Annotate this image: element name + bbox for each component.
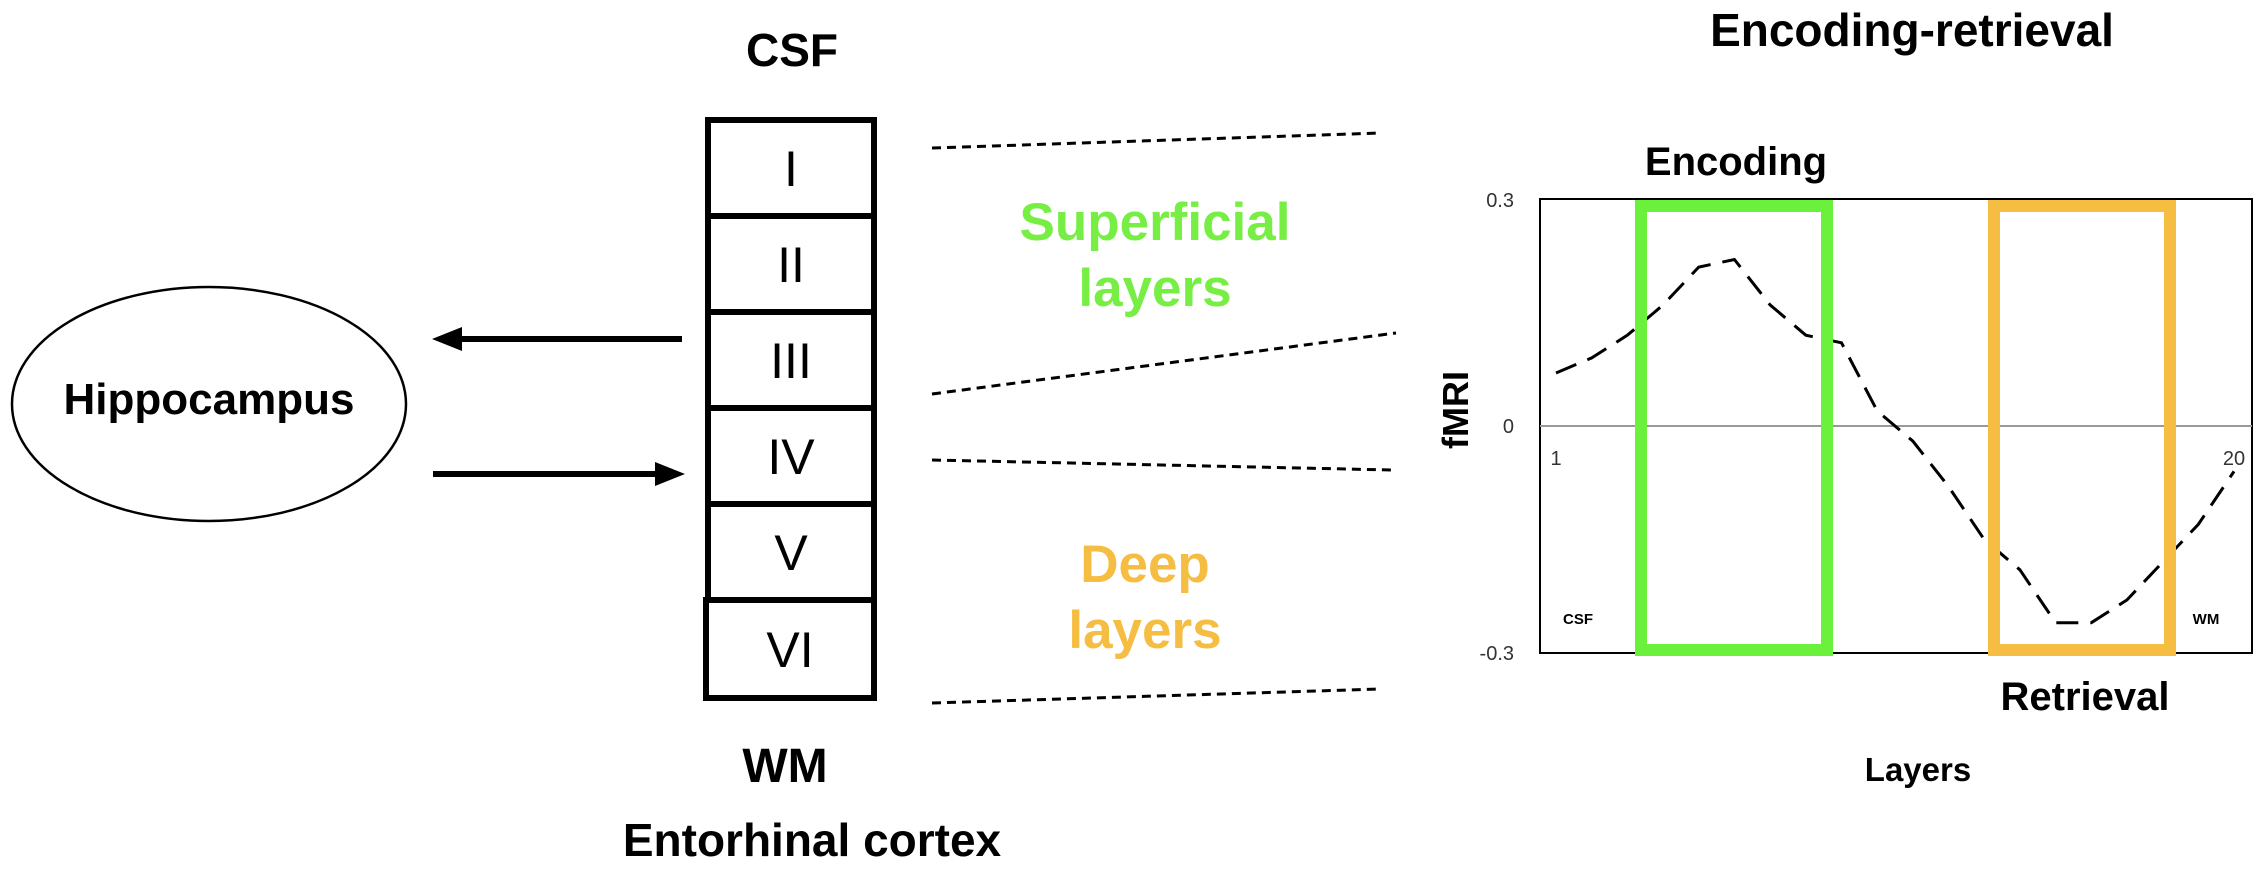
y-tick-zero: 0 [1503, 416, 1514, 438]
hippocampus-ellipse [10, 285, 408, 523]
series-point-13 [1982, 538, 1986, 542]
csf-label: CSF [746, 24, 838, 76]
encoding-highlight-box [1635, 200, 1833, 656]
svg-text:I: I [784, 141, 798, 197]
wm-corner-label: WM [2193, 611, 2220, 628]
x-axis-label: Layers [1865, 751, 1971, 788]
connector-lines [931, 131, 1397, 705]
encoding-label: Encoding [1645, 140, 1827, 184]
y-tick-top: 0.3 [1486, 190, 1514, 212]
deep-label-line1: Deep [1080, 535, 1210, 594]
layer-box-3: III [705, 309, 877, 411]
x-tick-first: 1 [1550, 448, 1561, 470]
retrieval-label: Retrieval [2001, 675, 2170, 719]
y-tick-bottom: -0.3 [1480, 643, 1514, 665]
entorhinal-caption: Entorhinal cortex [623, 814, 1002, 866]
superficial-layers-label: Superficial layers [1020, 193, 1291, 318]
connector-top [931, 131, 1381, 150]
layer-box-4: IV [705, 405, 877, 507]
arrow-to-entorhinal [433, 462, 685, 486]
series-line [1555, 257, 2236, 625]
csf-corner-label: CSF [1563, 611, 1593, 628]
deep-layers-label: Deep layers [1068, 535, 1221, 660]
x-tick-last: 20 [2223, 448, 2245, 470]
svg-text:III: III [770, 333, 812, 389]
connector-bottom [931, 687, 1381, 705]
series-point-12 [1947, 485, 1951, 489]
layer-stack: I II III IV V VI [703, 117, 877, 701]
chart-title: Encoding-retrieval [1710, 4, 2114, 56]
deep-label-line2: layers [1068, 601, 1221, 660]
series-point-10 [1875, 409, 1879, 413]
superficial-label-line1: Superficial [1020, 193, 1291, 252]
y-axis-label: fMRI [1435, 371, 1476, 449]
wm-label: WM [742, 740, 827, 793]
layer-box-5: V [705, 501, 877, 603]
arrow-to-hippocampus [432, 327, 682, 351]
superficial-label-line2: layers [1078, 259, 1231, 318]
layer-box-6: VI [703, 597, 877, 701]
svg-text:II: II [777, 237, 805, 293]
hippocampus-label: Hippocampus [64, 375, 355, 424]
layer-box-1: I [705, 117, 877, 219]
retrieval-highlight-box [1988, 200, 2176, 656]
svg-text:V: V [774, 525, 808, 581]
layer-box-2: II [705, 213, 877, 315]
connector-lower-middle [931, 458, 1393, 472]
connector-upper-middle [931, 331, 1397, 396]
series-point-4 [1661, 303, 1665, 307]
svg-text:IV: IV [767, 429, 815, 485]
svg-text:VI: VI [766, 622, 813, 678]
